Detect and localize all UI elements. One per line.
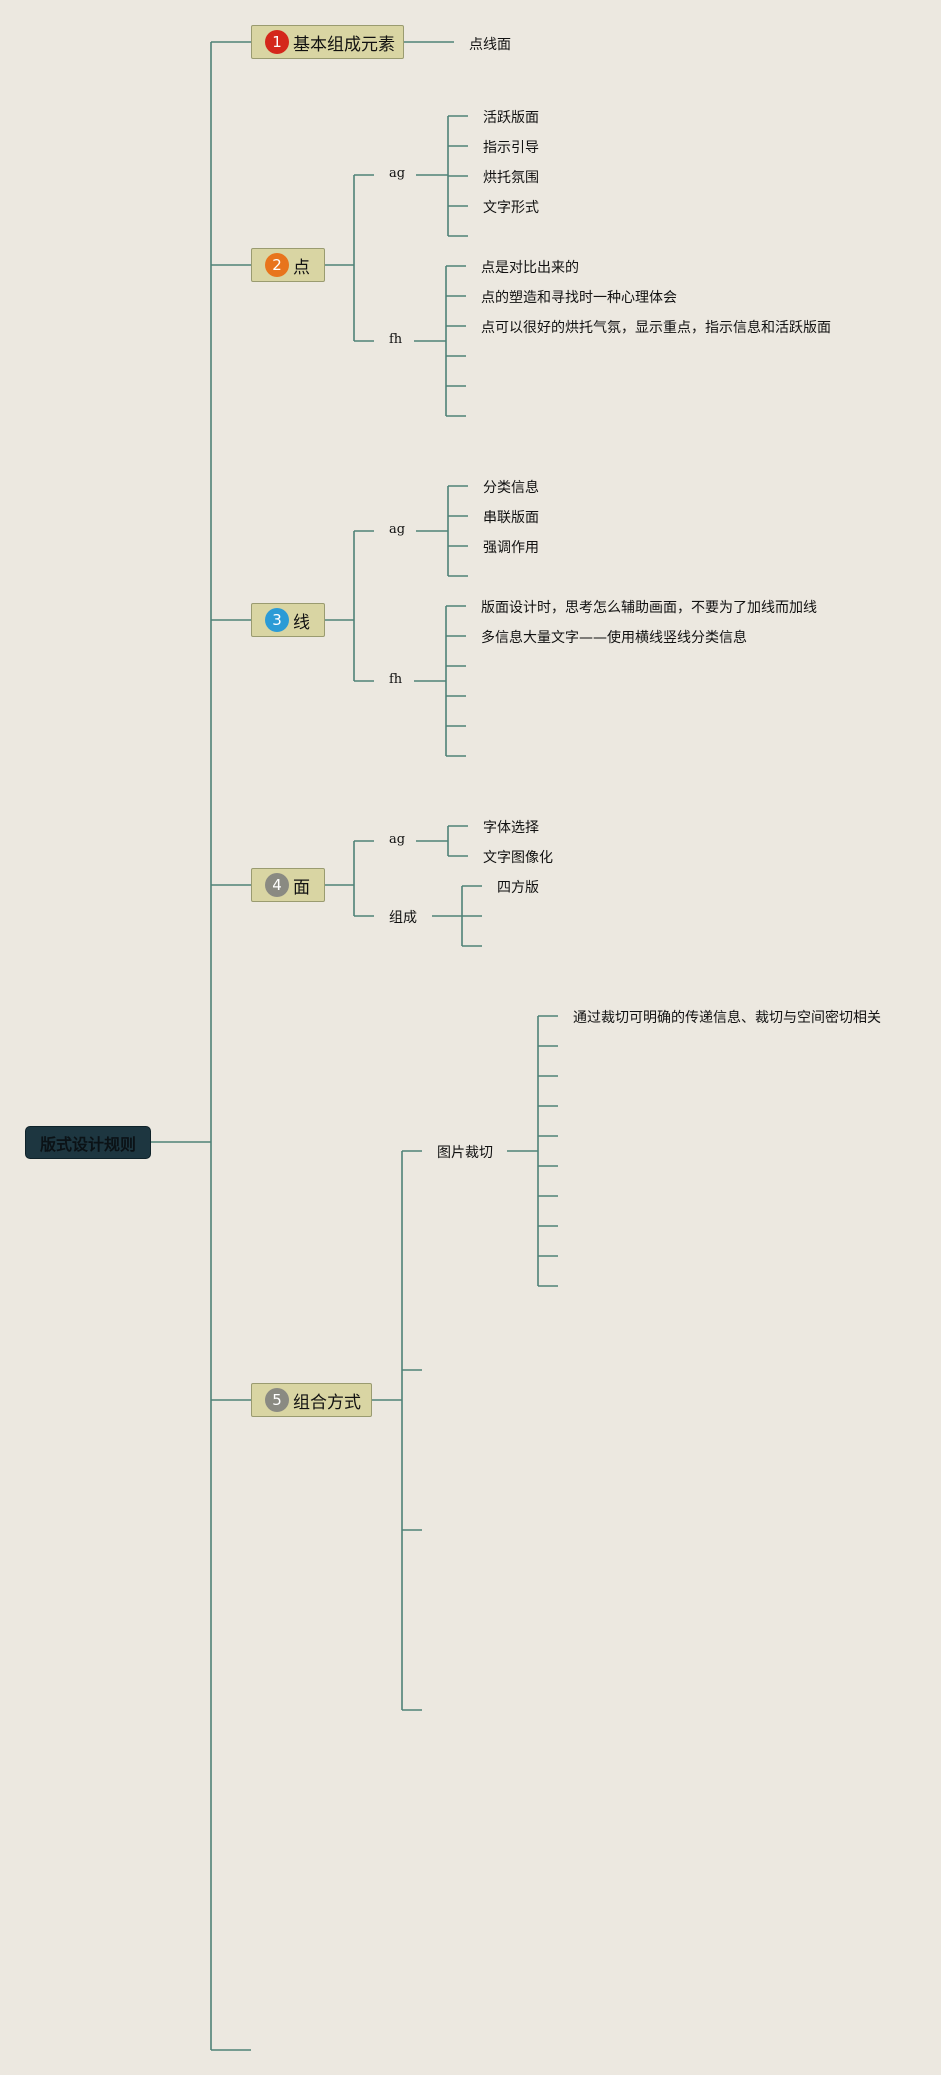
subtopic-composition[interactable]: 组成 [389,910,417,926]
subtopic-fh[interactable]: fh [389,672,403,687]
topic-line[interactable]: 3 线 [251,603,325,637]
topic-label: 面 [293,877,310,898]
number-badge: 5 [265,1388,289,1412]
topic-combination[interactable]: 5 组合方式 [251,1383,372,1417]
leaf-item[interactable]: 烘托氛围 [483,170,539,186]
subtopic-ag[interactable]: ag [389,522,406,537]
leaf-item[interactable]: 点的塑造和寻找时一种心理体会 [481,290,677,306]
leaf-item[interactable]: 串联版面 [483,510,539,526]
leaf-item[interactable]: 多信息大量文字——使用横线竖线分类信息 [481,630,747,646]
leaf-item[interactable]: 字体选择 [483,820,539,836]
topic-label: 点 [293,257,310,278]
subtopic-ag[interactable]: ag [389,166,406,181]
leaf-item[interactable]: 指示引导 [483,140,539,156]
leaf-item[interactable]: 四方版 [497,880,539,896]
topic-basic-elements[interactable]: 1 基本组成元素 [251,25,404,59]
root-label: 版式设计规则 [39,1134,136,1154]
leaf-item[interactable]: 点线面 [469,37,511,53]
leaf-item[interactable]: 文字图像化 [483,850,553,866]
number-badge: 1 [265,30,289,54]
leaf-item[interactable]: 分类信息 [483,480,539,496]
leaf-item[interactable]: 版面设计时，思考怎么辅助画面，不要为了加线而加线 [481,600,817,616]
subtopic-ag[interactable]: ag [389,832,406,847]
leaf-item[interactable]: 活跃版面 [483,110,539,126]
leaf-item[interactable]: 点可以很好的烘托气氛，显示重点，指示信息和活跃版面 [481,320,831,336]
number-badge: 4 [265,873,289,897]
topic-point[interactable]: 2 点 [251,248,325,282]
topic-plane[interactable]: 4 面 [251,868,325,902]
root-node[interactable]: 版式设计规则 [25,1126,151,1159]
subtopic-fh[interactable]: fh [389,332,403,347]
leaf-item[interactable]: 通过裁切可明确的传递信息、裁切与空间密切相关 [573,1010,881,1026]
subtopic-image-crop[interactable]: 图片裁切 [437,1145,493,1161]
number-badge: 3 [265,608,289,632]
number-badge: 2 [265,253,289,277]
topic-label: 组合方式 [293,1392,361,1413]
leaf-item[interactable]: 文字形式 [483,200,539,216]
leaf-item[interactable]: 强调作用 [483,540,539,556]
topic-label: 基本组成元素 [293,34,395,55]
topic-label: 线 [293,612,310,633]
leaf-item[interactable]: 点是对比出来的 [481,260,579,276]
